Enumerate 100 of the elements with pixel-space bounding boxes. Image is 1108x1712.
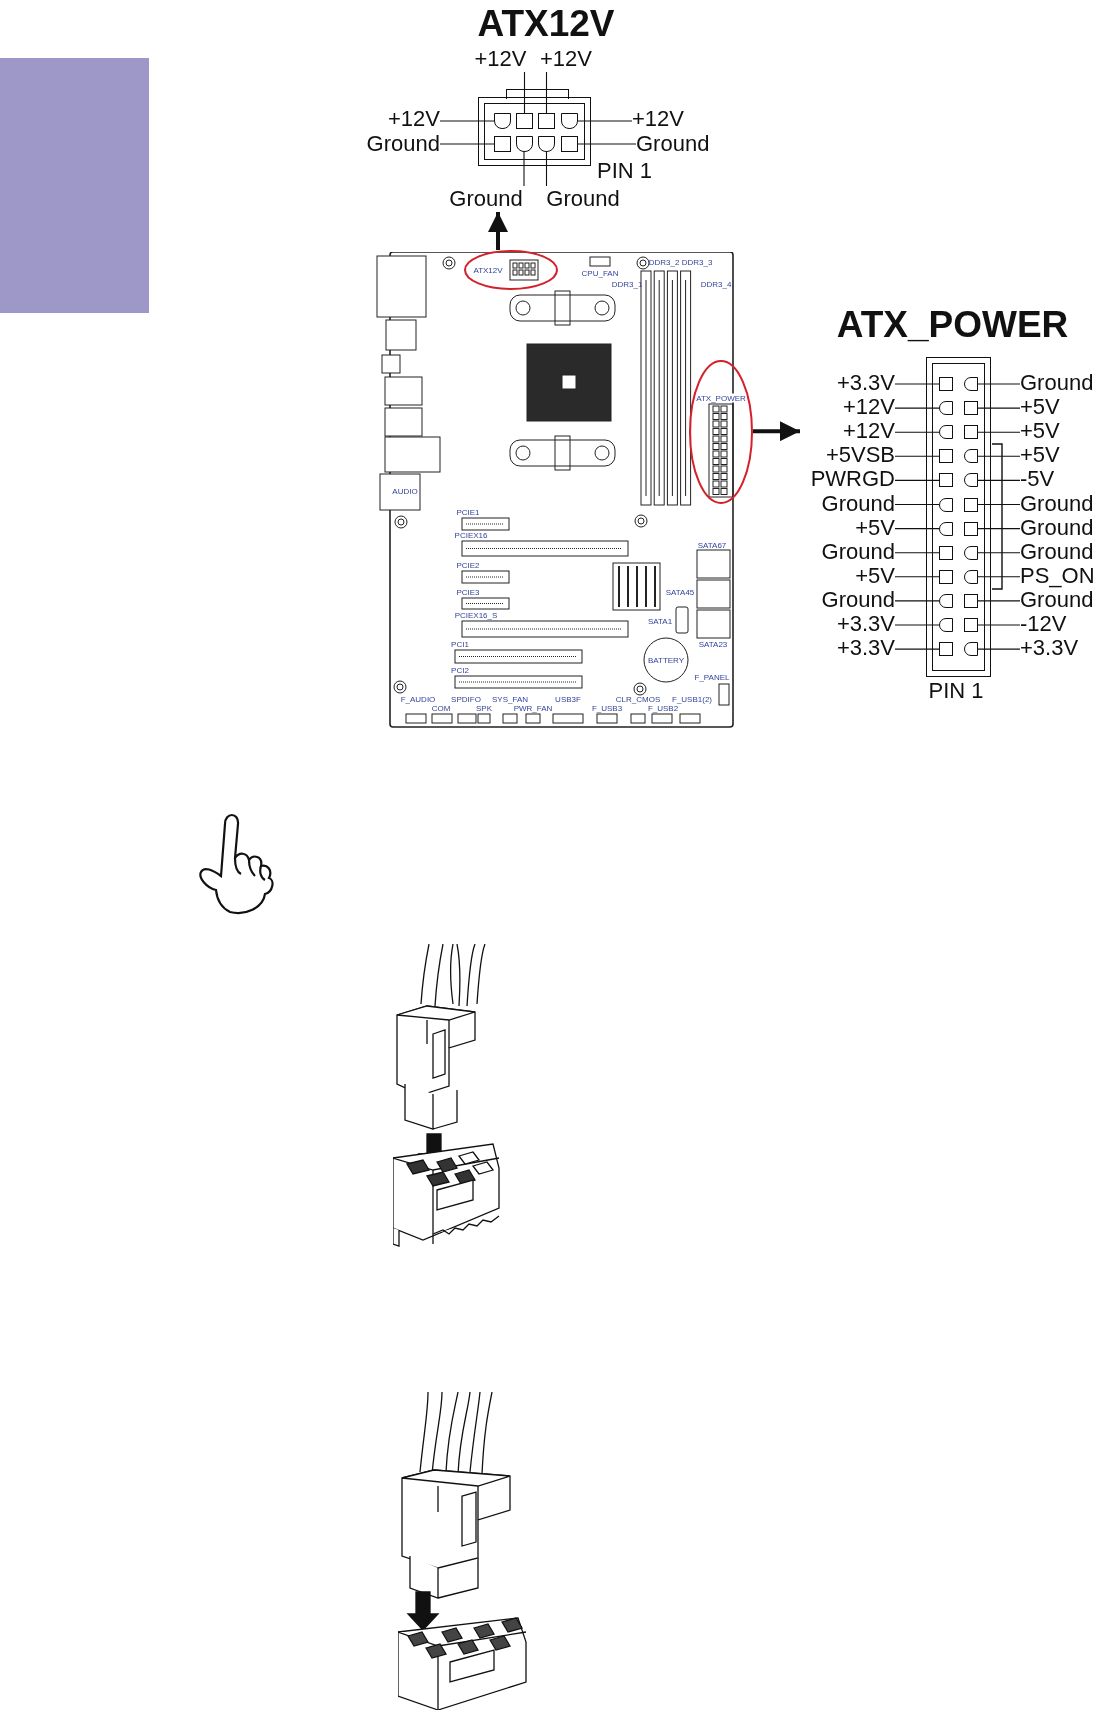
- leader-line: [894, 383, 940, 385]
- leader-line: [894, 576, 940, 578]
- silkscreen-label: CLR_CMOS: [615, 694, 661, 704]
- arrow: [753, 421, 800, 442]
- connector-pin: [538, 136, 555, 152]
- silkscreen-label: SATA23: [698, 639, 728, 649]
- pin-label: +3.3V: [800, 636, 895, 661]
- connector-pin: [964, 545, 978, 560]
- pin-label: +5V: [1020, 395, 1106, 420]
- connector-pin: [939, 473, 953, 488]
- leader-line: [577, 120, 633, 122]
- silkscreen-label: DDR3_2: [648, 257, 680, 267]
- connector-pin: [964, 473, 978, 488]
- silkscreen-label: F_USB3: [591, 703, 623, 713]
- leader-line: [977, 503, 1021, 506]
- silkscreen-label: F_PANEL: [694, 672, 730, 682]
- leader-line: [977, 552, 1021, 554]
- leader-line: [977, 455, 1021, 457]
- leader-line: [977, 407, 1021, 409]
- pin-label: -12V: [1020, 612, 1106, 636]
- pin-label: +5V: [800, 515, 895, 540]
- connector-pin: [964, 449, 978, 464]
- pin-label: Ground: [800, 491, 895, 516]
- pin-label: PWRGD: [800, 467, 895, 492]
- pin-label: Ground: [350, 131, 440, 157]
- connector-pin: [939, 642, 953, 657]
- connector-pin: [939, 545, 953, 560]
- silkscreen-label: COM: [431, 703, 451, 713]
- leader-line: [977, 600, 1021, 602]
- connector-pin: [939, 593, 953, 608]
- leader-line: [894, 479, 940, 481]
- silkscreen-label: SATA67: [697, 540, 727, 550]
- silkscreen-label: DDR3_4: [700, 279, 732, 289]
- silkscreen-label: ATX12V: [473, 265, 503, 275]
- pin-label: Ground: [800, 587, 895, 612]
- leader-line: [977, 528, 1021, 530]
- pin-label: Ground: [1020, 491, 1106, 516]
- pin-label: +12V: [468, 46, 533, 72]
- silkscreen-label: PCIE2: [456, 560, 480, 570]
- silkscreen-label: AUDIO: [392, 486, 418, 496]
- pin-label: +5VSB: [800, 443, 895, 468]
- connector-pin: [939, 449, 953, 464]
- silkscreen-label: DDR3_3: [681, 257, 713, 267]
- silkscreen-label: PCIEX16: [454, 530, 488, 540]
- silkscreen-label: SATA1: [647, 616, 673, 626]
- connector-pin: [939, 497, 953, 512]
- silkscreen-label: PCIEX16_S: [454, 610, 498, 620]
- leader-line: [894, 431, 940, 433]
- connector-pin: [964, 569, 978, 584]
- side-tab: [0, 58, 149, 313]
- pin-label: PS_ON: [1020, 563, 1106, 588]
- connector-pin: [494, 136, 511, 152]
- leader-line: [977, 648, 1021, 650]
- silkscreen-label: PCIE3: [456, 587, 480, 597]
- silkscreen-label: SATA45: [665, 587, 695, 597]
- pin-label: Ground: [1020, 371, 1106, 395]
- connector-pin: [939, 618, 953, 632]
- pin-label: Ground: [1020, 515, 1106, 540]
- leader-line: [894, 552, 940, 554]
- silkscreen-label: PCI1: [451, 639, 469, 649]
- leader-line: [523, 71, 526, 114]
- connector-pin: [538, 113, 555, 129]
- leader-line: [523, 151, 525, 187]
- leader-line: [894, 503, 940, 506]
- pin-label: Ground: [636, 131, 728, 157]
- leader-line: [545, 151, 548, 187]
- pin-label: +12V: [632, 107, 694, 131]
- leader-line: [894, 600, 940, 602]
- leader-line: [977, 624, 1021, 626]
- leader-line: [894, 407, 940, 409]
- pin-label: +5V: [800, 563, 895, 588]
- connector-heading: ATX_POWER: [835, 304, 1070, 347]
- leader-line: [894, 648, 940, 650]
- pin-label: Ground: [1020, 539, 1106, 564]
- silkscreen-label: PWR_FAN: [513, 703, 553, 713]
- silkscreen-label: USB3F: [555, 694, 581, 704]
- pin-label: +3.3V: [800, 371, 895, 395]
- leader-line: [977, 431, 1021, 433]
- pin-label: -5V: [1020, 467, 1106, 492]
- connector-pin: [516, 136, 533, 152]
- connector-pin: [964, 425, 978, 440]
- connector-pin: [964, 521, 978, 536]
- connector-pin: [939, 569, 953, 584]
- connector-pin: [516, 113, 533, 129]
- leader-line: [977, 576, 1021, 578]
- leader-line: [977, 479, 1021, 481]
- pin-label: Ground: [1020, 587, 1106, 612]
- connector-pin: [561, 113, 578, 129]
- leader-line: [439, 120, 495, 122]
- silkscreen-label: PCIE1: [456, 507, 480, 517]
- connector-pin: [494, 113, 511, 129]
- connector-pin: [964, 377, 978, 391]
- pin-label: Ground: [800, 539, 895, 564]
- pin-one-label: PIN 1: [597, 159, 654, 183]
- pin-label: +3.3V: [800, 612, 895, 636]
- connector-pin: [939, 401, 953, 416]
- silkscreen-label: BATTERY: [647, 655, 685, 665]
- silkscreen-label: PCI2: [451, 665, 469, 675]
- pin-label: +3.3V: [1020, 636, 1106, 661]
- pin-label: +5V: [1020, 443, 1106, 468]
